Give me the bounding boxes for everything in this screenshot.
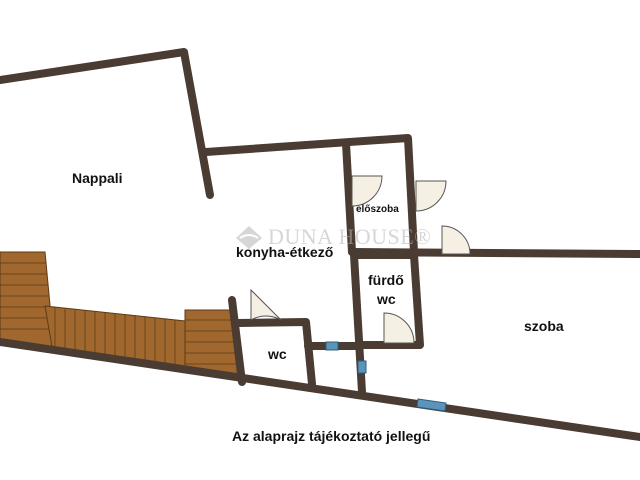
duna-house-logo-icon (236, 226, 262, 249)
room-label-furdo-wc: wc (377, 291, 396, 307)
room-label-konyha-etkezo: konyha-étkező (236, 244, 334, 260)
room-label-nappali: Nappali (72, 170, 123, 186)
room-label-furdo: fürdő (368, 272, 404, 288)
room-label-eloszoba: előszoba (356, 204, 399, 215)
disclaimer-text: Az alaprajz tájékoztató jellegű (232, 428, 431, 444)
room-label-szoba: szoba (524, 318, 564, 334)
duna-house-watermark: DUNA HOUSE® (234, 224, 431, 250)
doors (250, 175, 471, 344)
watermark-text: DUNA HOUSE® (268, 224, 432, 249)
room-label-wc: wc (268, 346, 287, 362)
windows (325, 341, 447, 412)
